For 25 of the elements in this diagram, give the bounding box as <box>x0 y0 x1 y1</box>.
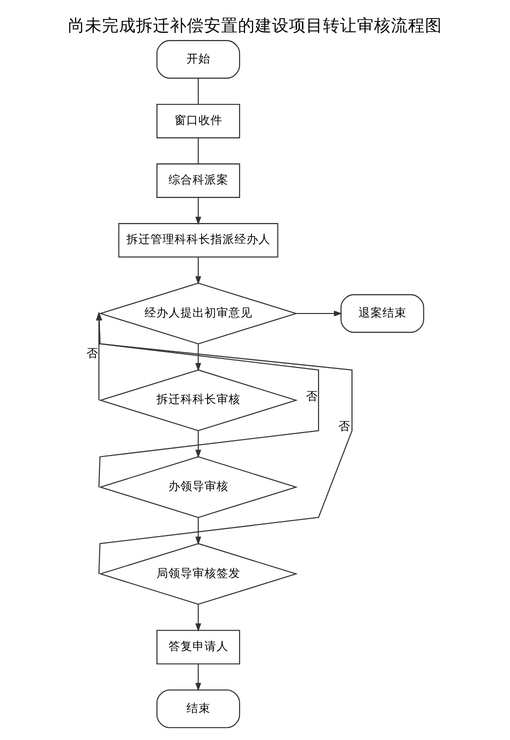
arrow <box>195 604 202 632</box>
arrow <box>296 310 342 316</box>
node-box: 退案结束 <box>340 294 424 332</box>
node-diamond: 经办人提出初审意见 <box>98 282 298 344</box>
node-diamond: 局领导审核签发 <box>98 542 298 604</box>
connector <box>198 78 199 104</box>
node-box: 开始 <box>156 40 240 78</box>
node-box: 窗口收件 <box>156 103 240 138</box>
node-diamond: 办领导审核 <box>98 456 298 518</box>
arrow <box>195 664 202 691</box>
arrow <box>195 517 202 544</box>
arrow <box>195 196 202 225</box>
edge-label: 否 <box>86 345 99 360</box>
node-box: 综合科派案 <box>156 162 240 198</box>
node-box: 结束 <box>156 688 240 728</box>
node-diamond: 拆迁科科长审核 <box>98 368 298 431</box>
edge-label: 否 <box>338 418 351 432</box>
arrow <box>195 430 202 458</box>
connector <box>198 137 199 164</box>
arrow <box>195 344 202 371</box>
edge-label: 否 <box>306 388 318 403</box>
arrow <box>195 256 202 284</box>
diagram-title: 尚未完成拆迁补偿安置的建设项目转让审核流程图 <box>68 14 442 34</box>
node-box: 答复申请人 <box>156 629 240 664</box>
node-box: 拆迁管理科科长指派经办人 <box>118 222 278 258</box>
